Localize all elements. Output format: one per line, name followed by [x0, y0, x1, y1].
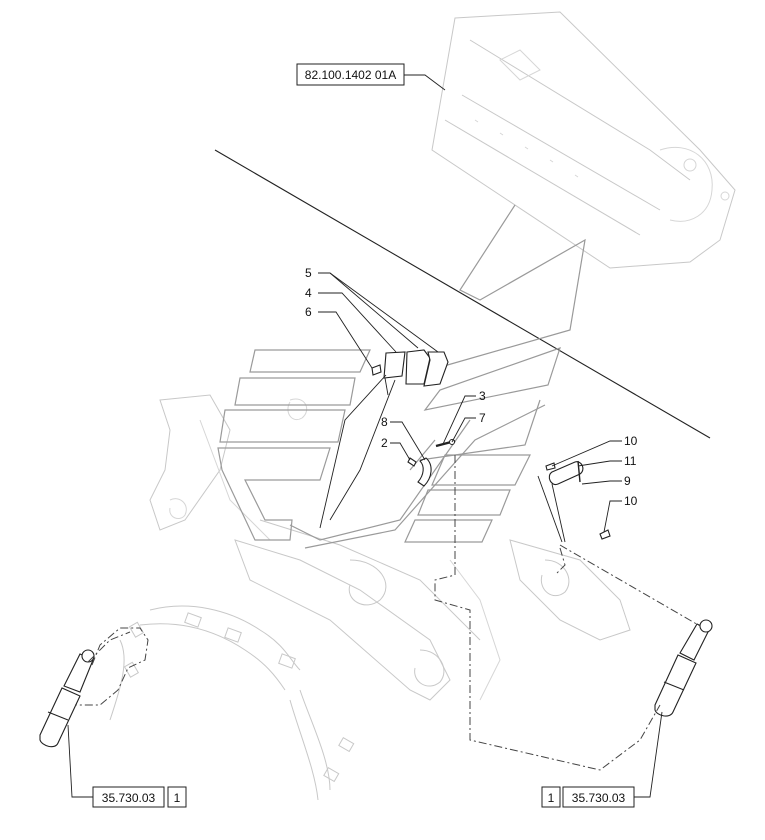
ref-box-right-index[interactable]: [541, 786, 561, 808]
ref-right-index-text: 1: [548, 791, 555, 805]
strap-part-8[interactable]: [417, 457, 432, 487]
ref-left-index-text: 1: [174, 791, 181, 805]
ref-left-code-text: 35.730.03: [102, 791, 156, 805]
ref-right-code-text: 35.730.03: [572, 791, 626, 805]
decal-part-5b[interactable]: [423, 351, 449, 387]
callout-6[interactable]: 6: [305, 305, 312, 319]
ref-box-right-code[interactable]: [562, 786, 635, 808]
callout-4[interactable]: 4: [305, 286, 312, 300]
callout-11[interactable]: 11: [624, 454, 637, 468]
lock-pin-part-11[interactable]: [577, 460, 581, 483]
callout-10-upper[interactable]: 10: [624, 434, 638, 448]
leader-lines: [67, 74, 663, 798]
ref-box-left-index[interactable]: [167, 786, 187, 808]
ref-box-top[interactable]: [296, 63, 405, 86]
clip-part-10-upper[interactable]: [545, 462, 556, 471]
callout-2[interactable]: 2: [381, 436, 388, 450]
section-divider-line: [214, 149, 711, 439]
callout-10-lower[interactable]: 10: [624, 494, 638, 508]
loader-arm-outline: [149, 394, 631, 701]
callout-9[interactable]: 9: [624, 474, 631, 488]
ref-box-left-code[interactable]: [92, 786, 165, 808]
hydraulic-cylinder-right[interactable]: [654, 619, 713, 717]
callout-8[interactable]: 8: [381, 415, 388, 429]
routing-dash-lines: [75, 455, 701, 771]
hydraulic-cylinder-left[interactable]: [39, 649, 95, 748]
reflector-part-6[interactable]: [371, 364, 382, 376]
bucket-outline: [431, 11, 736, 269]
clip-part-10-lower[interactable]: [599, 529, 611, 540]
ref-top-text: 82.100.1402 01A: [305, 68, 396, 82]
cylinder-pin-part-9[interactable]: [548, 461, 584, 486]
callout-3[interactable]: 3: [479, 389, 486, 403]
decal-part-4[interactable]: [383, 351, 406, 379]
callout-5[interactable]: 5: [305, 266, 312, 280]
hose-lines: [109, 605, 355, 801]
callout-7[interactable]: 7: [479, 411, 486, 425]
